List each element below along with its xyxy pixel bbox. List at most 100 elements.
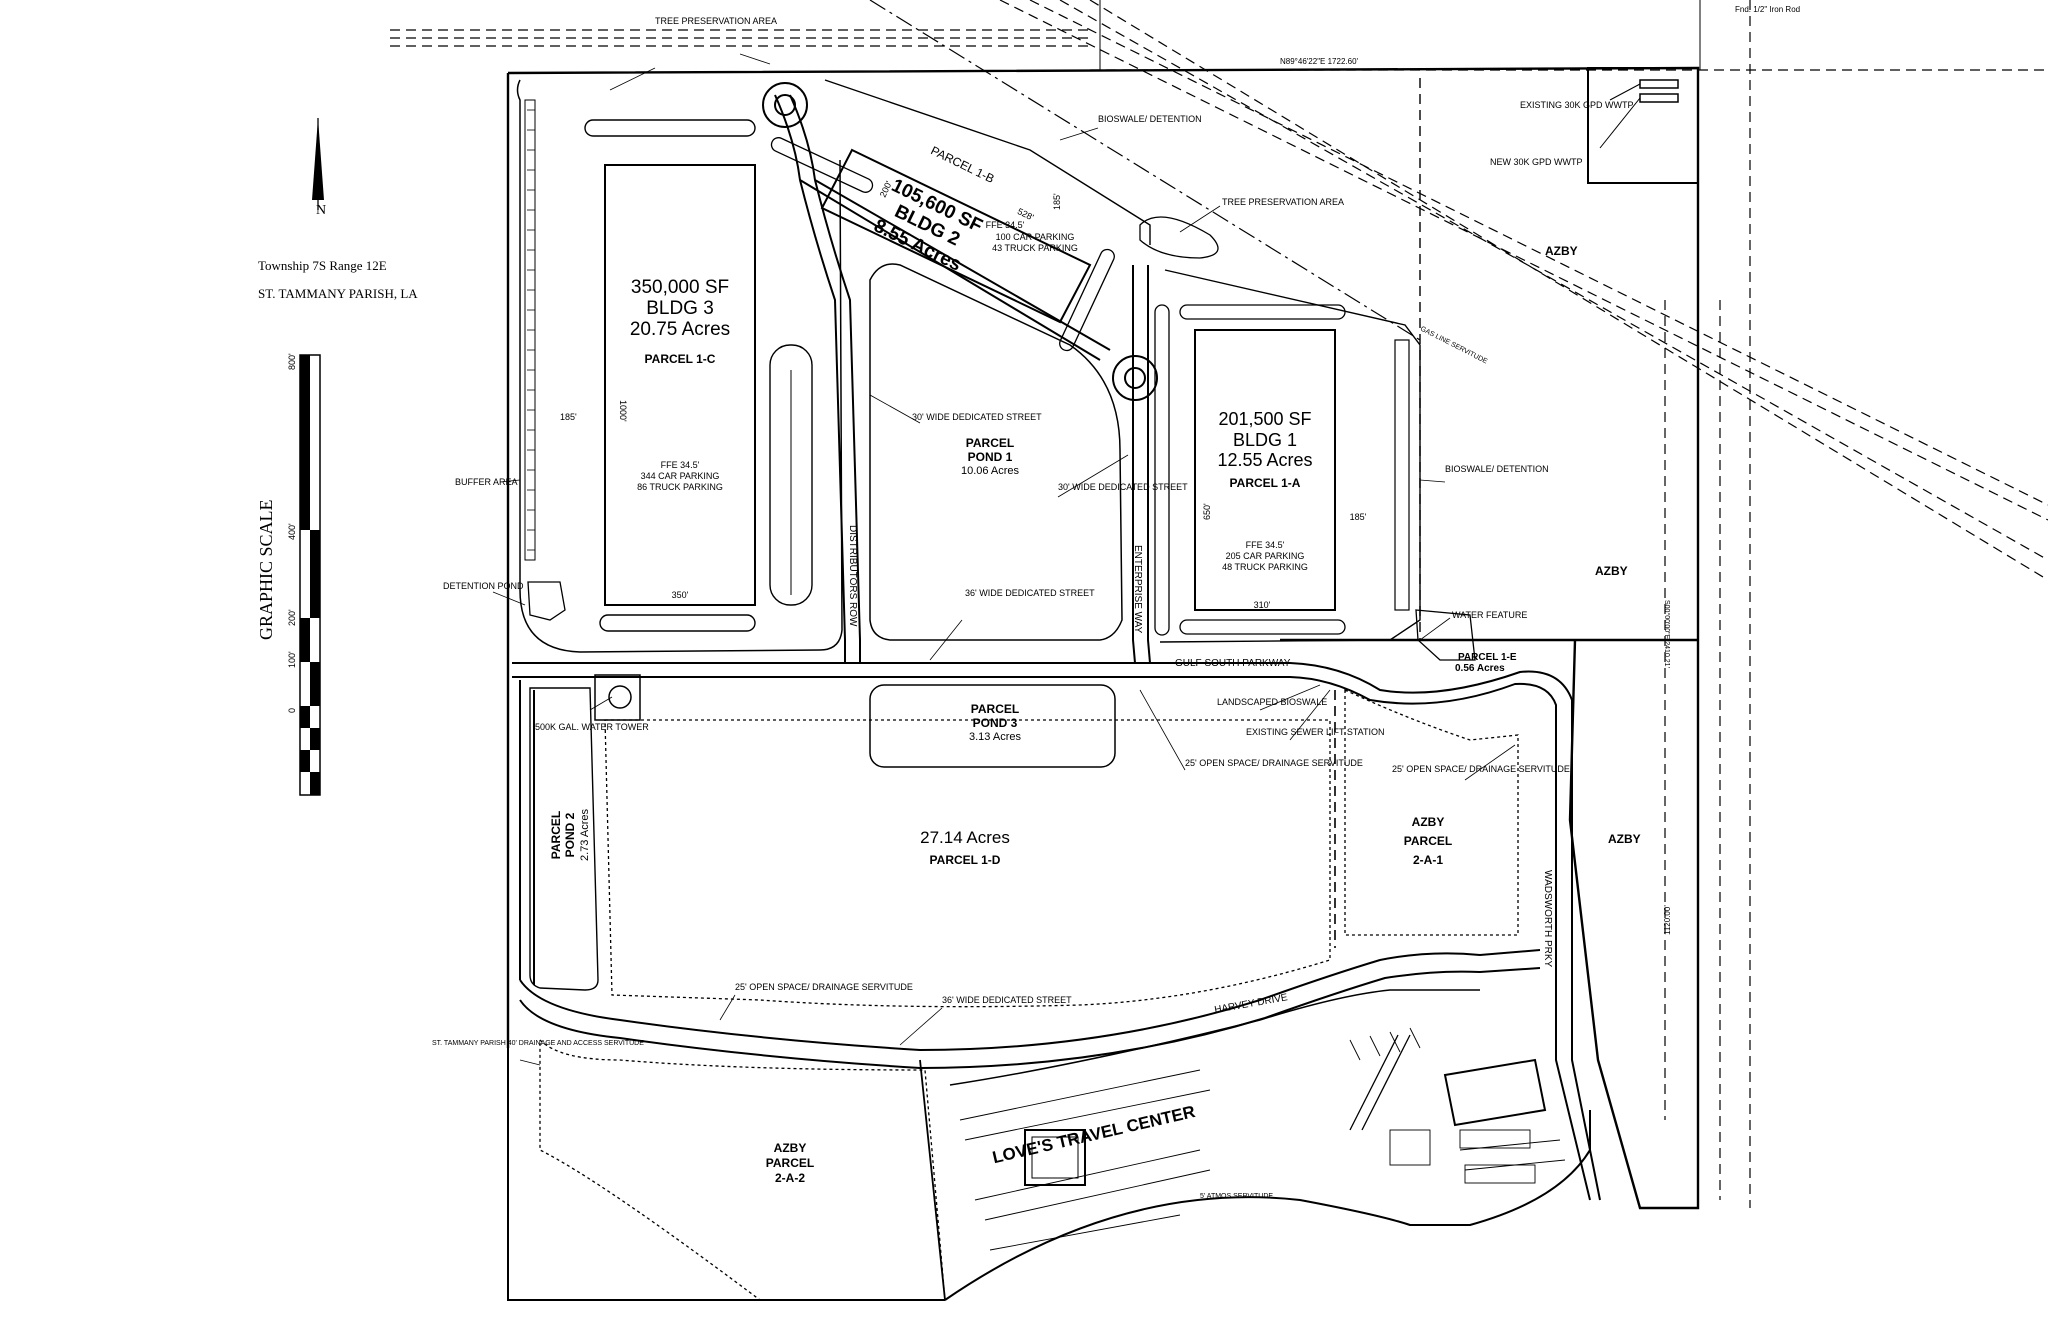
bldg3-acres: 20.75 Acres xyxy=(630,319,730,340)
scale-tick-800: 800' xyxy=(287,353,297,370)
parcel-1d-labels: 27.14 Acres PARCEL 1-D xyxy=(920,828,1010,867)
bldg-2-labels: PARCEL 1-B 105,600 SF BLDG 2 8.55 Acres … xyxy=(870,143,1035,275)
scale-tick-200: 200' xyxy=(287,609,297,626)
right-side-lines xyxy=(1664,0,1751,1208)
new-wwtp: NEW 30K GPD WWTP xyxy=(1490,157,1583,167)
bldg1-dim-650: 650' xyxy=(1202,503,1212,520)
scale-bar xyxy=(299,354,321,796)
pond2-name: POND 2 xyxy=(563,812,577,857)
distributors-row-label: DISTRIBUTORS ROW xyxy=(847,525,858,627)
top-labels: N89°46'22"E 1722.60' Fnd. 1/2" Iron Rod … xyxy=(655,5,1800,167)
pond-2-outline xyxy=(529,687,599,991)
pond3-parcel: PARCEL xyxy=(971,702,1019,716)
pond-3-outline xyxy=(869,684,1116,768)
bldg3-truck: 86 TRUCK PARKING xyxy=(637,482,723,492)
bldg-2-site xyxy=(770,79,1219,352)
bldg1-acres: 12.55 Acres xyxy=(1217,450,1312,470)
azby-2a1-outline xyxy=(1344,688,1519,936)
right-dim-label: 1120.00' xyxy=(1663,905,1672,935)
pond2-acres: 2.73 Acres xyxy=(579,809,591,861)
scale-tick-100: 100' xyxy=(287,651,297,668)
azby2a2-azby: AZBY xyxy=(774,1141,807,1155)
parcel-1e-acres: 0.56 Acres xyxy=(1455,663,1505,674)
annotation-labels: BIOSWALE/ DETENTION TREE PRESERVATION AR… xyxy=(432,114,1641,1200)
bldg3-car: 344 CAR PARKING xyxy=(641,471,720,481)
street-36-bottom: 36' WIDE DEDICATED STREET xyxy=(942,995,1072,1005)
bldg2-car: 100 CAR PARKING xyxy=(996,232,1075,242)
scale-tick-400: 400' xyxy=(287,523,297,540)
bldg-1-labels: 201,500 SF BLDG 1 12.55 Acres PARCEL 1-A… xyxy=(1217,409,1366,610)
parcel-1e: PARCEL 1-E xyxy=(1458,652,1517,663)
bldg1-parcel: PARCEL 1-A xyxy=(1230,476,1301,490)
bearing-top: N89°46'22"E 1722.60' xyxy=(1280,57,1359,66)
bldg2-parcel: PARCEL 1-B xyxy=(929,143,997,186)
azby2a1-azby: AZBY xyxy=(1412,815,1445,829)
bldg1-dim-310: 310' xyxy=(1254,600,1271,610)
street-30-right: 30' WIDE DEDICATED STREET xyxy=(1058,482,1188,492)
azby2a2-id: 2-A-2 xyxy=(775,1171,805,1185)
azby-top-right: AZBY xyxy=(1545,244,1578,258)
bldg1-car: 205 CAR PARKING xyxy=(1226,551,1305,561)
azby-2a1-labels: AZBY PARCEL 2-A-1 xyxy=(1404,815,1452,867)
bldg1-bldg: BLDG 1 xyxy=(1233,430,1297,450)
tree-pres-right: TREE PRESERVATION AREA xyxy=(1222,197,1344,207)
water-tower-label: 500K GAL. WATER TOWER xyxy=(535,722,649,732)
parcel1d-parcel: PARCEL 1-D xyxy=(930,853,1001,867)
bldg1-sf: 201,500 SF xyxy=(1218,409,1311,429)
landscaped-bioswale: LANDSCAPED BIOSWALE xyxy=(1217,697,1327,707)
bldg3-dim-185: 185' xyxy=(560,412,577,422)
pond2-parcel: PARCEL xyxy=(549,811,563,859)
stp-drainage: ST. TAMMANY PARISH 40' DRAINAGE AND ACCE… xyxy=(432,1040,644,1047)
azby2a1-id: 2-A-1 xyxy=(1413,853,1443,867)
azby-far-right: AZBY xyxy=(1608,832,1641,846)
township-label: Township 7S Range 12E xyxy=(258,258,387,273)
pond2-labels: PARCEL POND 2 2.73 Acres xyxy=(549,809,591,861)
pond1-acres: 10.06 Acres xyxy=(961,465,1020,477)
north-arrow: N xyxy=(312,118,326,218)
bldg2-truck: 43 TRUCK PARKING xyxy=(992,243,1078,253)
detention-pond: DETENTION POND xyxy=(443,581,524,591)
leader-lines xyxy=(492,53,1516,1066)
existing-wwtp: EXISTING 30K GPD WWTP xyxy=(1520,100,1634,110)
street-36-mid: 36' WIDE DEDICATED STREET xyxy=(965,588,1095,598)
tree-preservation-top: TREE PRESERVATION AREA xyxy=(655,16,777,26)
atmos: 5' ATMOS SERVITUDE xyxy=(1200,1193,1273,1200)
scale-tick-0: 0 xyxy=(287,708,297,713)
pond3-acres: 3.13 Acres xyxy=(969,731,1021,743)
right-bearing-label: S00°00'00"E 2410.21' xyxy=(1663,600,1671,668)
parish-label: ST. TAMMANY PARISH, LA xyxy=(258,286,418,301)
wadsworth-label: WADSWORTH PRKY xyxy=(1542,870,1553,968)
azby2a2-parcel: PARCEL xyxy=(766,1156,814,1170)
open-space-bottom: 25' OPEN SPACE/ DRAINAGE SERVITUDE xyxy=(735,982,913,992)
open-space-mid: 25' OPEN SPACE/ DRAINAGE SERVITUDE xyxy=(1185,758,1363,768)
pond1-parcel: PARCEL xyxy=(966,436,1014,450)
bldg3-bldg: BLDG 3 xyxy=(646,298,714,319)
graphic-scale-label: GRAPHIC SCALE xyxy=(256,499,276,640)
water-feature: WATER FEATURE xyxy=(1452,610,1527,620)
bldg3-sf: 350,000 SF xyxy=(631,277,729,298)
top-road xyxy=(390,0,2048,71)
wwtp-area xyxy=(1587,67,1699,184)
bldg-1-site xyxy=(1154,269,1476,661)
bldg-3-site xyxy=(516,79,843,653)
parcel-1d-outline xyxy=(604,719,1331,1008)
harvey-label: HARVEY DRIVE xyxy=(1214,992,1289,1016)
bldg3-parcel: PARCEL 1-C xyxy=(645,352,716,366)
pond1-name: POND 1 xyxy=(968,450,1013,464)
pond3-name: POND 3 xyxy=(973,716,1018,730)
bldg3-dim-1000: 1000' xyxy=(618,400,628,422)
parcel1d-acres: 27.14 Acres xyxy=(920,828,1010,847)
bioswale-right: BIOSWALE/ DETENTION xyxy=(1445,464,1549,474)
enterprise-way-label: ENTERPRISE WAY xyxy=(1132,545,1143,634)
bldg2-ffe: FFE 34.5' xyxy=(986,220,1025,230)
bldg-3-labels: 350,000 SF BLDG 3 20.75 Acres PARCEL 1-C… xyxy=(630,277,730,600)
azby-2a2-outline xyxy=(539,1038,946,1301)
gas-line-servitude-lines xyxy=(869,0,2048,581)
svg-text:N: N xyxy=(316,203,326,218)
gulf-south-label: GULF SOUTH PARKWAY xyxy=(1175,658,1291,669)
loves-travel-center-site xyxy=(944,989,1591,1301)
legend-text: Township 7S Range 12E ST. TAMMANY PARISH… xyxy=(256,258,418,713)
azby-2a2-labels: AZBY PARCEL 2-A-2 xyxy=(766,1141,814,1185)
bldg3-ffe: FFE 34.5' xyxy=(661,460,700,470)
